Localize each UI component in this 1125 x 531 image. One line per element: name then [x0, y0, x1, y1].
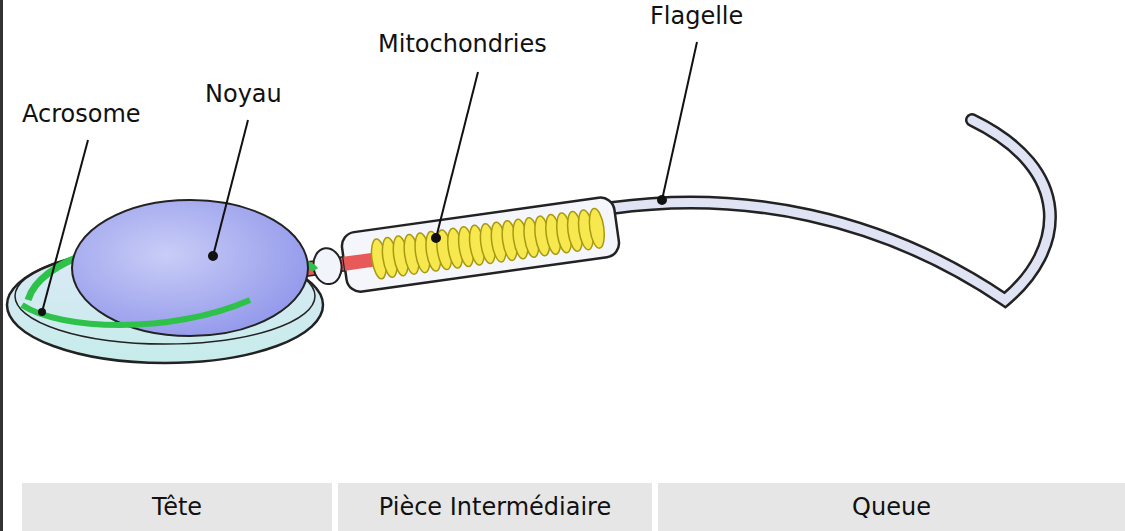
frame-edge	[0, 0, 3, 531]
head-band: Tête	[22, 483, 332, 531]
part-label: Noyau	[205, 80, 282, 108]
part-label: Acrosome	[22, 100, 141, 128]
part-label: Flagelle	[650, 2, 743, 30]
part-label: Mitochondries	[378, 30, 547, 58]
tail-band: Queue	[658, 483, 1125, 531]
section-label: Tête	[152, 493, 202, 521]
midpiece-band: Pièce Intermédiaire	[338, 483, 652, 531]
section-label: Pièce Intermédiaire	[379, 493, 611, 521]
section-label: Queue	[852, 493, 931, 521]
